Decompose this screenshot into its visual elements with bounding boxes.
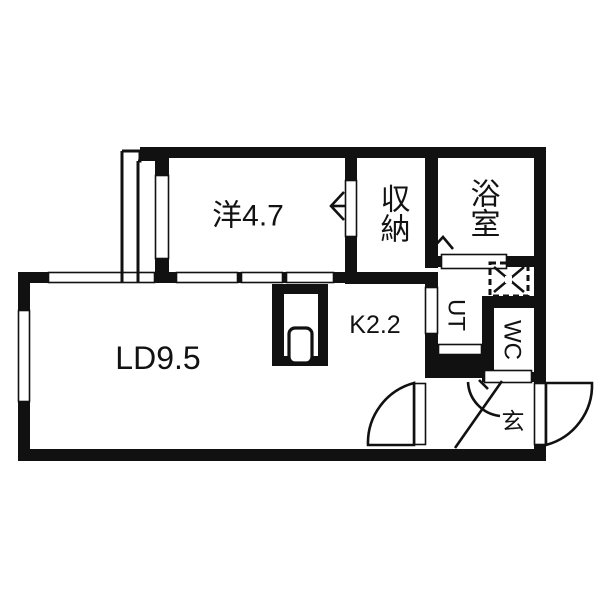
ld-door-opening [413, 382, 427, 446]
western-room-door-arrow [329, 191, 345, 221]
room-label-kitchen: K2.2 [349, 311, 400, 339]
bathroom-door-chevron [431, 235, 454, 250]
room-label-entrance: 玄 [502, 408, 525, 434]
ld-south-window [17, 309, 31, 403]
bathroom-door [440, 253, 508, 270]
room-label-living-dining: LD9.5 [115, 340, 200, 376]
room-label-closet: 収納 [376, 183, 411, 243]
balcony-outline [120, 149, 142, 283]
ld-door-swing [366, 381, 416, 447]
kitchen-sink [287, 326, 314, 365]
room-label-utility: UT [443, 299, 470, 331]
genkan-step-line [453, 379, 504, 449]
entrance-door-swing [544, 381, 594, 447]
wall-openings [17, 174, 547, 446]
ld-interior-openings [47, 271, 335, 284]
washing-machine-pan [488, 261, 530, 298]
entrance-door-opening [533, 382, 547, 446]
room-label-bathroom: 浴室 [466, 178, 500, 238]
balcony-window [154, 174, 170, 260]
room-label-toilet: WC [499, 320, 526, 360]
ut-door [424, 286, 439, 335]
room-label-western: 洋4.7 [212, 200, 284, 233]
ut-bottom-opening [437, 343, 483, 356]
toilet-door [483, 369, 533, 384]
closet-door [344, 179, 358, 238]
